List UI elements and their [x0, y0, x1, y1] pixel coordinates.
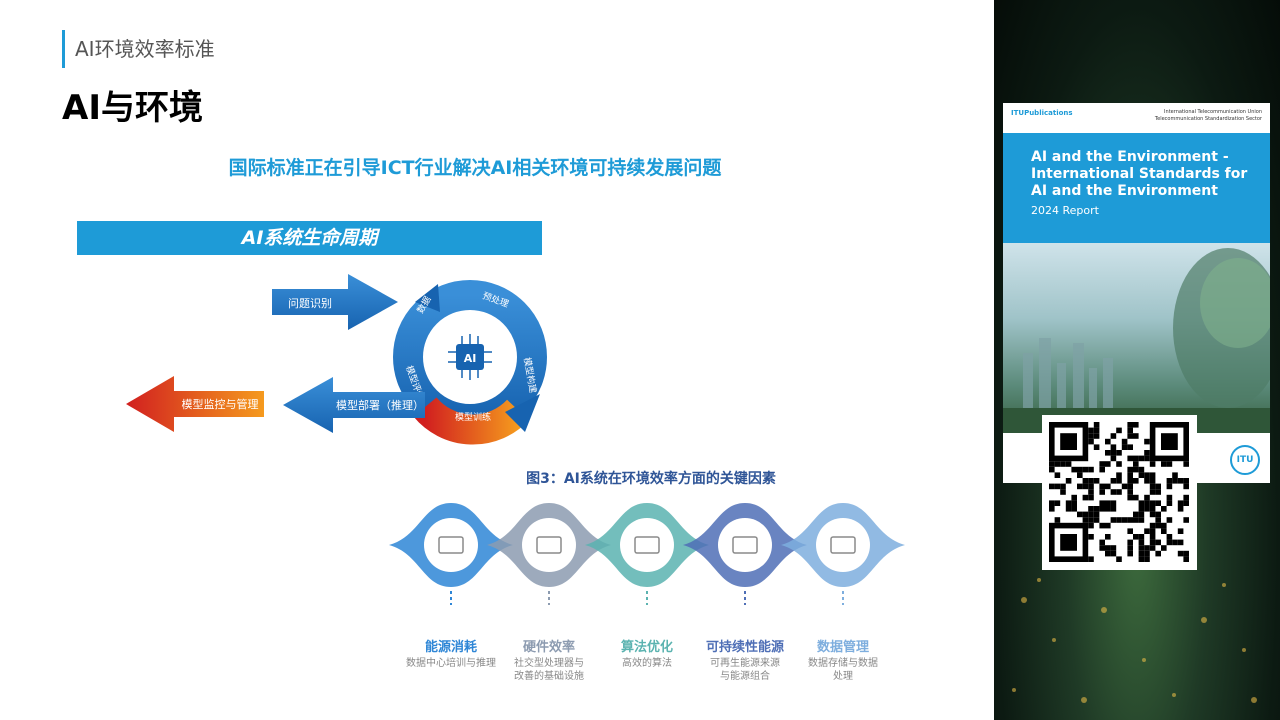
factor-title: 数据管理: [816, 640, 869, 655]
factor-desc: 可再生能源来源: [710, 658, 780, 669]
lifecycle-banner: AI系统生命周期: [77, 221, 542, 255]
figure-caption: 图3：AI系统在环境效率方面的关键因素: [526, 471, 776, 487]
factor-label: 数据管理数据存储与数据处理: [783, 636, 903, 683]
factor-label: 硬件效率社交型处理器与改善的基础设施: [489, 636, 609, 683]
factor-title: 算法优化: [620, 640, 673, 655]
monitor-arrow-label: 模型监控与管理: [182, 397, 259, 411]
breadcrumb: AI环境效率标准: [62, 30, 215, 68]
page-title: AI与环境: [62, 88, 203, 128]
factor-title: 硬件效率: [522, 640, 575, 655]
pie-chart-icon: [816, 518, 870, 572]
battery-icon: [424, 518, 478, 572]
model-deployment-arrow: 模型部署（推理）: [283, 377, 425, 433]
gears-icon: [522, 518, 576, 572]
factor-icon-glyph: [536, 536, 562, 554]
factor-icon-glyph: [732, 536, 758, 554]
input-arrow-label: 问题识别: [288, 297, 332, 310]
wind-turbine-icon: [718, 518, 772, 572]
factor-icon-glyph: [438, 536, 464, 554]
report-cover[interactable]: ITUPublications International Telecommun…: [1003, 103, 1270, 483]
ai-chip-label: AI: [464, 352, 477, 365]
deploy-arrow-label: 模型部署（推理）: [336, 398, 424, 412]
factor-desc: 高效的算法: [622, 658, 672, 669]
subtitle: 国际标准正在引导ICT行业解决AI相关环境可持续发展问题: [228, 157, 722, 179]
factor-desc: 处理: [833, 671, 853, 682]
factor-label: 能源消耗数据中心培训与推理: [391, 636, 511, 670]
factor-icon-glyph: [634, 536, 660, 554]
factor-desc: 与能源组合: [720, 671, 770, 682]
key-factors-diagram: [389, 503, 905, 605]
cover-publisher: ITUPublications: [1011, 109, 1073, 117]
cover-year: 2024 Report: [1031, 204, 1099, 217]
problem-identification-arrow: 问题识别: [272, 274, 398, 330]
cycle-label-train: 模型训练: [455, 411, 491, 423]
cover-title: AI and the Environment - International S…: [1031, 149, 1248, 199]
itu-logo-icon: ITU: [1230, 445, 1260, 475]
factor-desc: 数据中心培训与推理: [406, 658, 496, 669]
lifecycle-diagram: 问题识别 数据 预处理 模型构建 模型训练 模型评估 AI 模型部署（推理） 模…: [126, 274, 547, 445]
qr-code[interactable]: [1042, 415, 1197, 570]
factor-desc: 改善的基础设施: [514, 671, 584, 682]
bokeh-lights-decoration: [1012, 578, 1257, 703]
factor-title: 能源消耗: [424, 640, 477, 655]
factor-desc: 社交型处理器与: [514, 658, 584, 669]
model-monitoring-arrow: 模型监控与管理: [126, 376, 264, 432]
factor-title: 可持续性能源: [705, 640, 784, 655]
cover-illustration: [1003, 243, 1270, 433]
factor-desc: 数据存储与数据: [808, 658, 878, 669]
factor-label: 算法优化高效的算法: [587, 636, 707, 670]
factor-label: 可持续性能源可再生能源来源与能源组合: [685, 636, 805, 683]
ai-chip-icon: AI: [448, 334, 492, 380]
factor-icon-glyph: [830, 536, 856, 554]
scatter-plot-icon: [620, 518, 674, 572]
